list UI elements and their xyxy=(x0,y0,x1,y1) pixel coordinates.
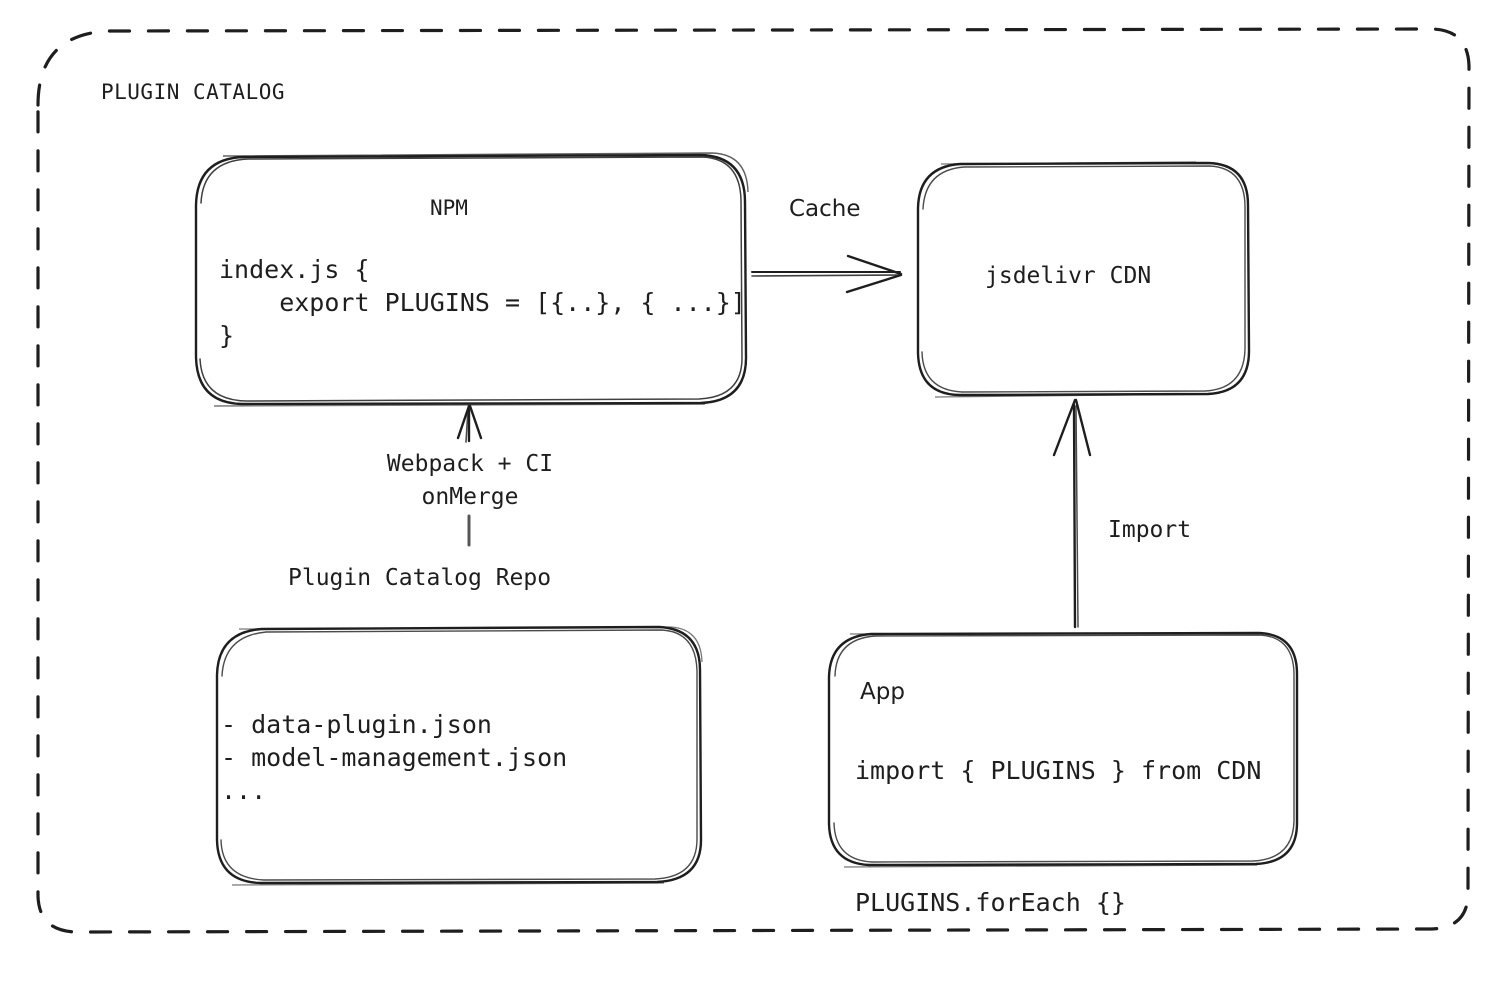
plugin-catalog-frame xyxy=(36,27,1471,934)
cdn-node-shape xyxy=(916,161,1251,398)
app-node-shape xyxy=(827,631,1299,868)
frame-title: PLUGIN CATALOG xyxy=(101,80,286,104)
repo-node-shape xyxy=(215,625,703,886)
npm-node-code: index.js { export PLUGINS = [{..}, { ...… xyxy=(219,255,746,350)
npm-node-title: NPM xyxy=(430,196,468,220)
arrow-npm-to-cdn xyxy=(751,254,903,294)
npm-node-shape xyxy=(194,152,749,407)
repo-node-caption: Plugin Catalog Repo xyxy=(288,565,552,591)
edge-label-cache: Cache xyxy=(789,196,861,222)
edge-label-import: Import xyxy=(1108,517,1192,543)
arrow-app-to-cdn xyxy=(1052,398,1092,629)
edge-label-webpack-ci: Webpack + CI onMerge xyxy=(386,451,554,510)
app-node-code: import { PLUGINS } from CDN PLUGINS.forE… xyxy=(855,756,1262,917)
repo-node-items: - data-plugin.json - model-management.js… xyxy=(221,710,568,805)
cdn-node-title: jsdelivr CDN xyxy=(985,263,1152,289)
arrow-repo-to-npm xyxy=(456,404,483,547)
app-node-title: App xyxy=(860,679,905,705)
